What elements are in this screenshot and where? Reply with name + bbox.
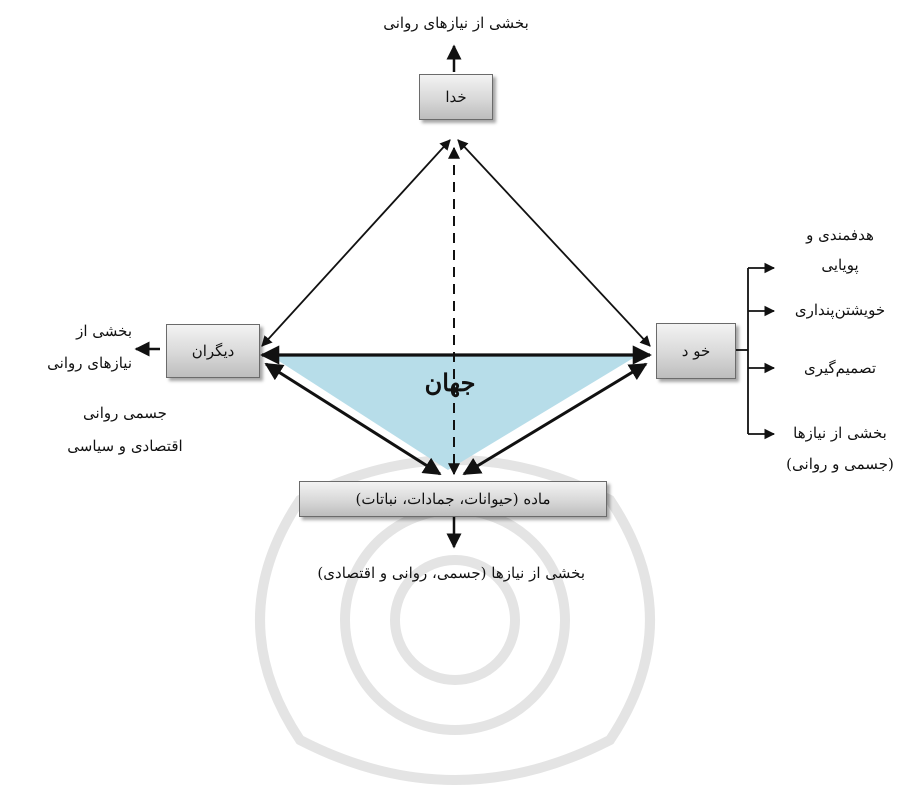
node-others: دیگران: [166, 324, 260, 378]
node-self: خو د: [656, 323, 736, 379]
node-others-label: دیگران: [191, 342, 235, 360]
arrow-others-matter: [264, 362, 442, 476]
world-label: جهان: [424, 368, 476, 397]
self-branch-1-line2: پویایی: [821, 256, 859, 274]
label-others-domain-1: جسمی روانی: [83, 404, 167, 422]
node-god-label: خدا: [445, 88, 467, 106]
label-others-domain-2: اقتصادی و سیاسی: [67, 437, 183, 455]
node-god: خدا: [419, 74, 493, 120]
arrow-self-matter: [462, 362, 648, 476]
label-others-need-1: بخشی از: [76, 322, 132, 340]
label-others-need-2: نیازهای روانی: [47, 354, 132, 372]
arrow-god-self: [457, 139, 651, 347]
self-branch-3: تصمیم‌گیری: [803, 359, 877, 377]
self-branch-1-line1: هدفمندی و: [806, 226, 874, 244]
label-god-need: بخشی از نیازهای روانی: [383, 14, 529, 32]
self-branch-2: خویشتن‌پنداری: [794, 301, 886, 319]
self-branch-4-line1: بخشی از نیازها: [793, 424, 887, 442]
node-self-label: خو د: [681, 342, 711, 360]
node-matter: ماده (حیوانات، جمادات، نباتات): [299, 481, 607, 517]
self-bracket: [736, 268, 749, 434]
self-branch-4-line2: (جسمی و روانی): [786, 455, 894, 473]
arrow-god-others: [261, 139, 451, 347]
label-matter-need: بخشی از نیازها (جسمی، روانی و اقتصادی): [317, 564, 585, 582]
node-matter-label: ماده (حیوانات، جمادات، نباتات): [355, 490, 551, 508]
